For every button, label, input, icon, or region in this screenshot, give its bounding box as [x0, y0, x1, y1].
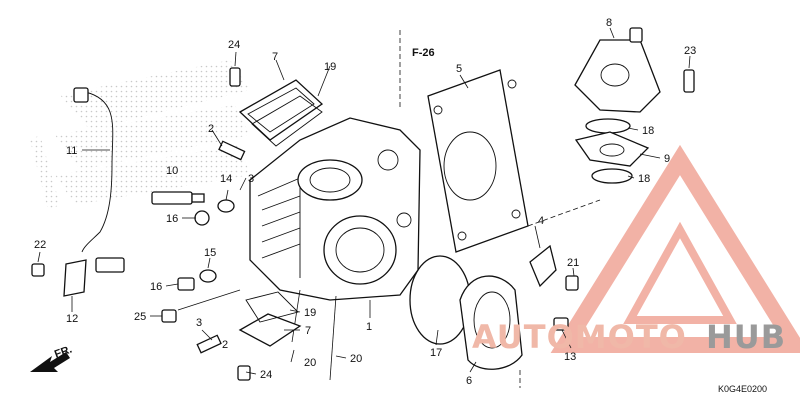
bolt-21 — [565, 275, 579, 291]
callout-4: 4 — [538, 215, 544, 227]
leader-lines — [37, 27, 691, 375]
callout-1: 1 — [366, 321, 372, 333]
callout-24-upper: 24 — [228, 39, 240, 51]
callout-20-left: 20 — [304, 357, 316, 369]
callout-16-upper: 16 — [166, 213, 178, 225]
sensor-wire-harness — [63, 87, 125, 297]
o-ring-14 — [217, 199, 235, 213]
o-ring-18a — [585, 118, 631, 134]
bolt-22 — [31, 263, 45, 277]
dowel-pin-lower — [196, 334, 222, 354]
callout-13: 13 — [564, 351, 576, 363]
bolt-16b — [177, 277, 195, 291]
watermark-text-part1: AUTOMOTO — [472, 318, 687, 356]
callout-6: 6 — [466, 375, 472, 387]
bolt-24a — [229, 67, 241, 87]
head-cover-upper — [238, 79, 324, 141]
callout-8: 8 — [606, 17, 612, 29]
callout-15: 15 — [204, 247, 216, 259]
callout-23: 23 — [684, 45, 696, 57]
callout-2-upper: 2 — [208, 123, 214, 135]
drawing-code: K0G4E0200 — [718, 384, 767, 394]
insulator-9 — [574, 131, 650, 167]
dowel-pin-upper — [218, 140, 246, 161]
callout-labels: 1 2 2 3 3 4 5 6 7 7 8 9 10 11 12 13 14 1… — [34, 17, 696, 387]
intake-pipe — [574, 27, 661, 113]
callout-22: 22 — [34, 239, 46, 251]
callout-11: 11 — [66, 145, 77, 157]
callout-16-lower: 16 — [150, 281, 162, 293]
side-cover — [459, 275, 523, 370]
cylinder-head-gasket — [427, 69, 529, 253]
cylinder-head — [249, 117, 421, 301]
page-reference: F-26 — [412, 47, 435, 59]
callout-12: 12 — [66, 313, 78, 325]
watermark-text: AUTOMOTO HUB — [472, 318, 786, 356]
callout-19-lower: 19 — [304, 307, 316, 319]
bolt-13 — [553, 317, 569, 331]
callout-9: 9 — [664, 153, 670, 165]
callout-18-lower: 18 — [638, 173, 650, 185]
callout-14: 14 — [220, 173, 232, 185]
long-studs — [177, 289, 337, 381]
washer-16a — [194, 210, 210, 226]
bolt-24b — [237, 365, 251, 381]
callout-20-right: 20 — [350, 353, 362, 365]
gasket-19a — [251, 95, 323, 147]
bolt-25 — [161, 309, 177, 323]
callout-17: 17 — [430, 347, 442, 359]
callout-24-lower: 24 — [260, 369, 272, 381]
group-outline — [399, 30, 601, 388]
callout-2-lower: 2 — [222, 339, 228, 351]
bolt-23 — [683, 69, 695, 93]
callout-7-lower: 7 — [305, 325, 311, 337]
watermark-text-part2: HUB — [706, 318, 786, 356]
callout-3-lower: 3 — [196, 317, 202, 329]
callout-5: 5 — [456, 63, 462, 75]
washer-15 — [199, 269, 217, 283]
direction-label: FR. — [53, 343, 74, 360]
callout-25: 25 — [134, 311, 146, 323]
background-wing-emblem — [30, 60, 250, 210]
bracket-4 — [529, 244, 557, 288]
callout-21: 21 — [567, 257, 579, 269]
callout-3-upper: 3 — [248, 173, 254, 185]
watermark-logo-icon — [550, 144, 800, 353]
callout-10: 10 — [166, 165, 178, 177]
callout-18-upper: 18 — [642, 125, 654, 137]
callout-7-upper: 7 — [272, 51, 278, 63]
o-ring-18b — [591, 168, 633, 184]
callout-19-upper: 19 — [324, 61, 336, 73]
spark-plug — [151, 191, 205, 205]
front-direction-arrow-icon — [30, 352, 70, 372]
